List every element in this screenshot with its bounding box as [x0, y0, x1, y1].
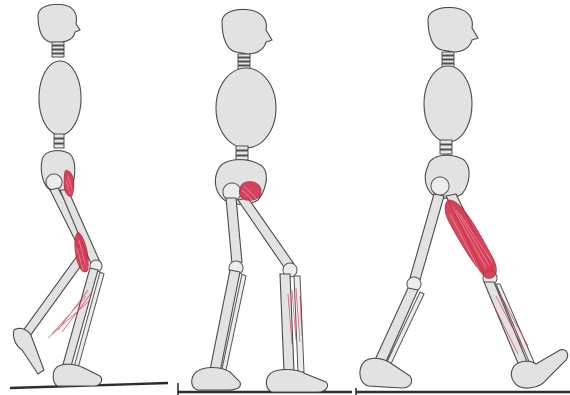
panel-2-skeleton: [178, 10, 352, 393]
panel-2-lumbar-spine: [236, 146, 248, 160]
panel-2-front-tibia: [280, 274, 294, 372]
panel-2-rear-foot: [192, 368, 241, 391]
panel-1-rear-foot: [13, 328, 44, 374]
panel-3-rear-femur: [410, 194, 444, 280]
panel-3-hip-joint: [431, 177, 449, 195]
panel-1-skull: [38, 4, 80, 42]
panel-1-lumbar-spine: [54, 134, 64, 148]
panel-1-ribcage: [39, 61, 81, 135]
panel-1-skeleton: [10, 4, 168, 388]
panel-2-front-foot: [266, 370, 327, 393]
panel-2-rear-femur: [226, 198, 242, 264]
panel-3-quadriceps-muscle: [445, 200, 496, 278]
panel-2-ribcage: [216, 68, 276, 148]
panel-3-skeleton: [356, 8, 570, 393]
panel-3-neck-spine: [442, 52, 454, 67]
panel-1-hip-joint: [46, 174, 62, 190]
panel-3-front-tibia: [484, 282, 528, 368]
panel-3-ribcage: [424, 66, 472, 142]
panel-2-skull: [222, 10, 272, 55]
panel-2-front-femur: [238, 198, 294, 270]
panel-3-lumbar-spine: [440, 140, 452, 154]
panel-1-neck-spine: [52, 42, 64, 57]
panel-3-skull: [428, 8, 478, 53]
panel-2-neck-spine: [238, 54, 250, 69]
panel-3-rear-foot: [360, 358, 412, 388]
panel-1-front-foot: [53, 364, 101, 386]
panel-2-gluteal-muscle: [239, 182, 261, 201]
